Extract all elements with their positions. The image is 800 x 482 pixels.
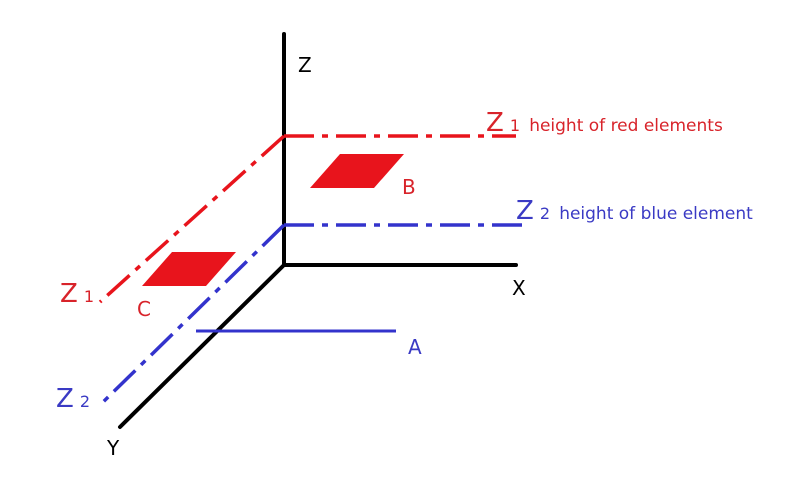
blue-plane-description: height of blue element (559, 204, 753, 224)
blue-plane-subscript: 2 (540, 204, 550, 223)
axes (118, 32, 518, 429)
blue-side-subscript: 2 (80, 392, 90, 411)
blue-side-letter: Z (56, 384, 74, 414)
element-c-shape (142, 252, 236, 286)
element-b-shape (310, 154, 404, 188)
red-plane-z1 (98, 134, 516, 304)
y-axis (118, 263, 286, 429)
z-axis-label: Z (298, 53, 312, 77)
red-plane-subscript: 1 (510, 116, 520, 135)
blue-plane-y-edge (98, 223, 286, 407)
element-a-label: A (408, 335, 422, 359)
red-plane-title: Z 1 height of red elements (486, 108, 723, 138)
element-b-label: B (402, 175, 416, 199)
element-c-label: C (137, 297, 151, 321)
y-axis-label: Y (106, 436, 120, 460)
red-plane-letter: Z (486, 108, 504, 138)
red-plane-y-edge (98, 134, 286, 304)
blue-plane-letter: Z (516, 196, 534, 226)
red-plane-description: height of red elements (529, 116, 723, 136)
x-axis-label: X (512, 276, 526, 300)
red-side-subscript: 1 (84, 287, 94, 306)
blue-plane-side-label: Z 2 (56, 384, 90, 414)
red-plane-side-label: Z 1 (60, 279, 94, 309)
blue-plane-title: Z 2 height of blue element (516, 196, 753, 226)
red-side-letter: Z (60, 279, 78, 309)
blue-plane-z2 (98, 223, 524, 407)
